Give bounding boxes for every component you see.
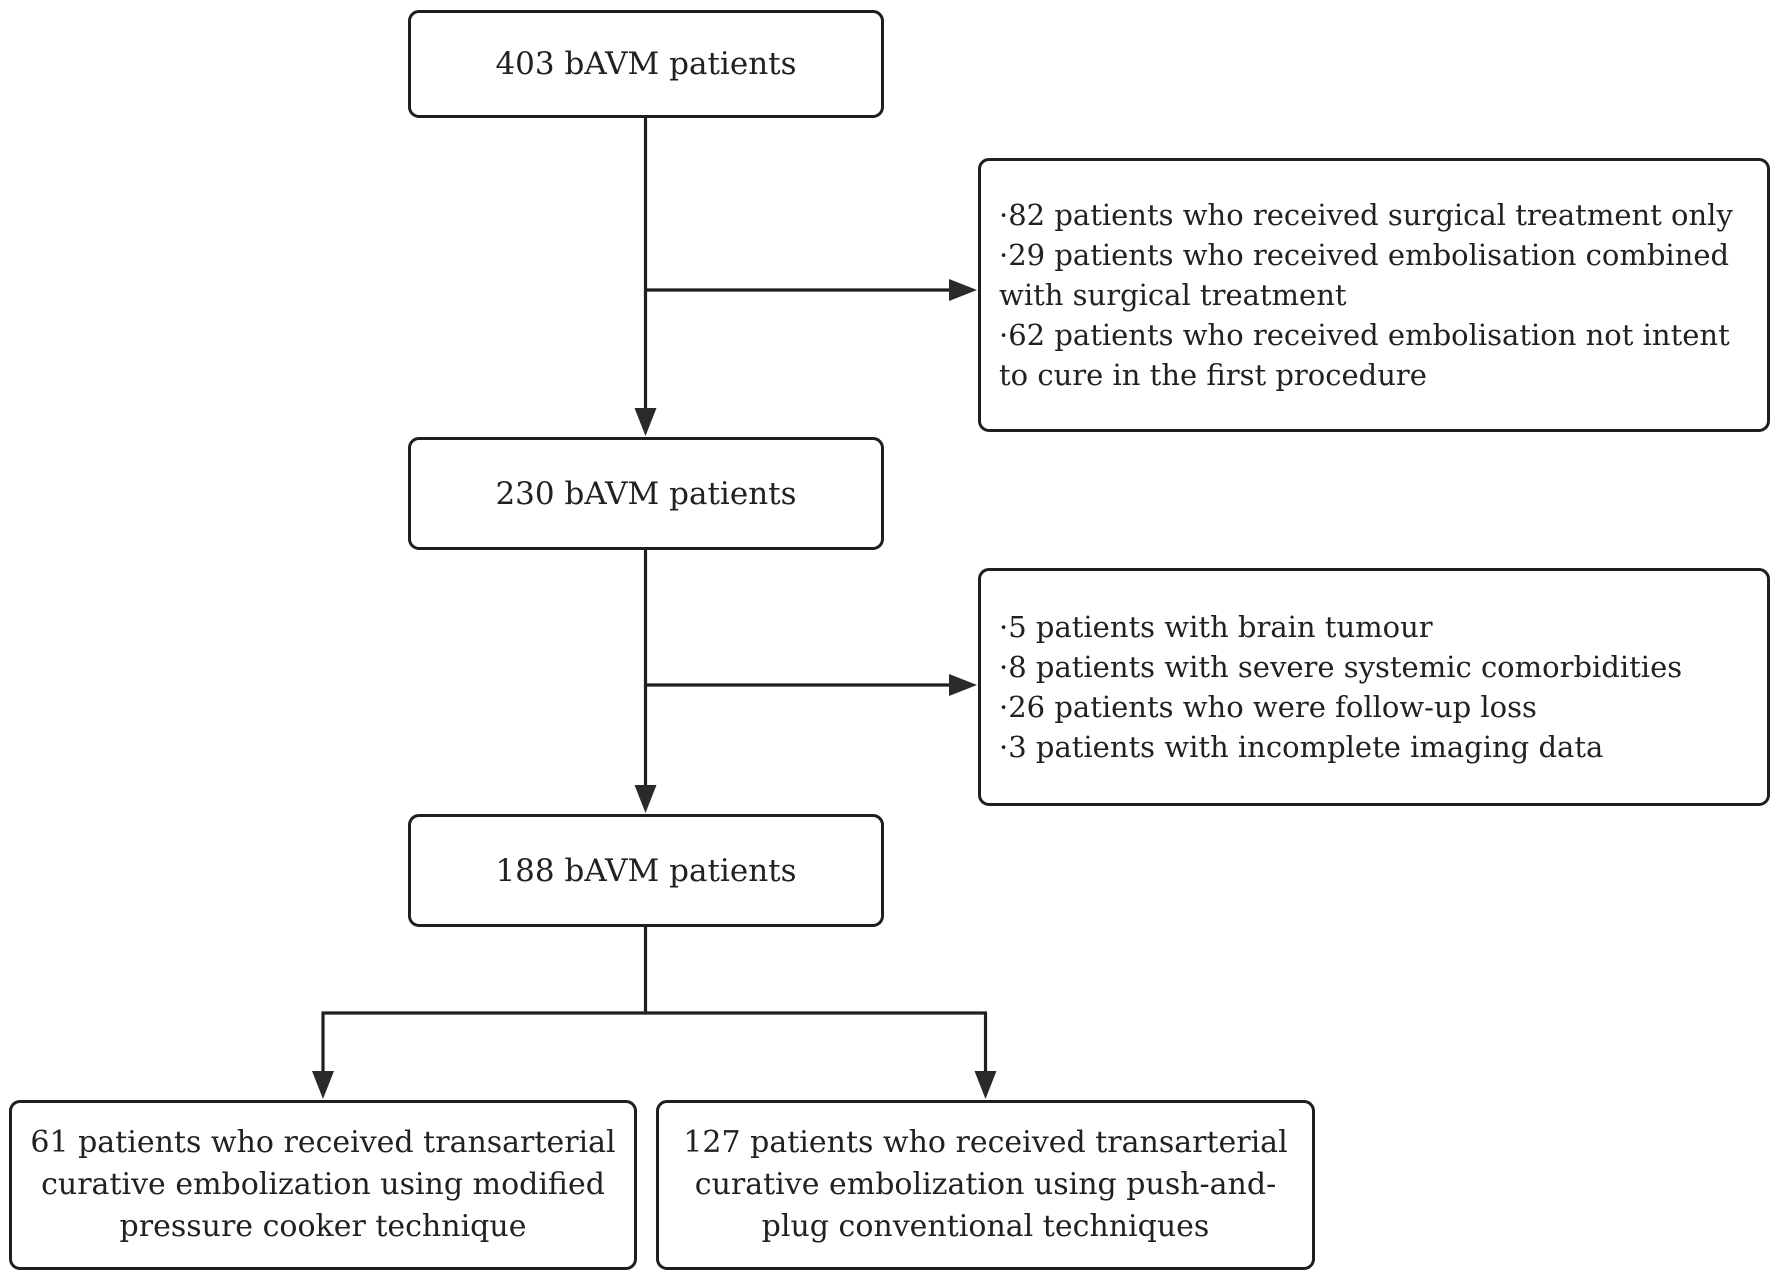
arrowhead-exclusion-1 xyxy=(949,279,977,301)
exclusion-2-item-incomplete-imaging: ·3 patients with incomplete imaging data xyxy=(999,730,1604,764)
node-exclusion-1: ·82 patients who received surgical treat… xyxy=(978,158,1770,432)
exclusion-2-item-brain-tumour: ·5 patients with brain tumour xyxy=(999,610,1433,644)
arrowhead-230-to-188 xyxy=(634,785,657,813)
node-group-modified-pressure-cooker: 61 patients who received transarterial c… xyxy=(9,1100,637,1270)
arrowhead-total-to-230 xyxy=(634,408,657,436)
exclusion-1-item-embolisation-combined: ·29 patients who received embolisation c… xyxy=(999,238,1730,312)
exclusion-2-item-follow-up-loss: ·26 patients who were follow-up loss xyxy=(999,690,1537,724)
node-total-patients-label: 403 bAVM patients xyxy=(495,46,797,82)
node-exclusion-2: ·5 patients with brain tumour ·8 patient… xyxy=(978,568,1770,806)
node-group-push-and-plug: 127 patients who received transarterial … xyxy=(656,1100,1315,1270)
node-188-patients-label: 188 bAVM patients xyxy=(495,852,797,889)
node-230-patients: 230 bAVM patients xyxy=(408,437,884,550)
arrowhead-exclusion-2 xyxy=(949,674,977,696)
exclusion-1-item-surgical-only: ·82 patients who received surgical treat… xyxy=(999,198,1733,232)
arrowhead-split-left xyxy=(312,1071,334,1099)
node-230-patients-label: 230 bAVM patients xyxy=(495,475,797,512)
node-188-patients: 188 bAVM patients xyxy=(408,814,884,927)
exclusion-1-item-not-intent-to-cure: ·62 patients who received embolisation n… xyxy=(999,318,1730,392)
node-total-patients: 403 bAVM patients xyxy=(408,10,884,118)
arrowhead-split-right xyxy=(974,1071,997,1099)
exclusion-2-item-comorbidities: ·8 patients with severe systemic comorbi… xyxy=(999,650,1683,684)
node-group-modified-pressure-cooker-label: 61 patients who received transarterial c… xyxy=(30,1125,616,1244)
node-group-push-and-plug-label: 127 patients who received transarterial … xyxy=(683,1125,1288,1244)
